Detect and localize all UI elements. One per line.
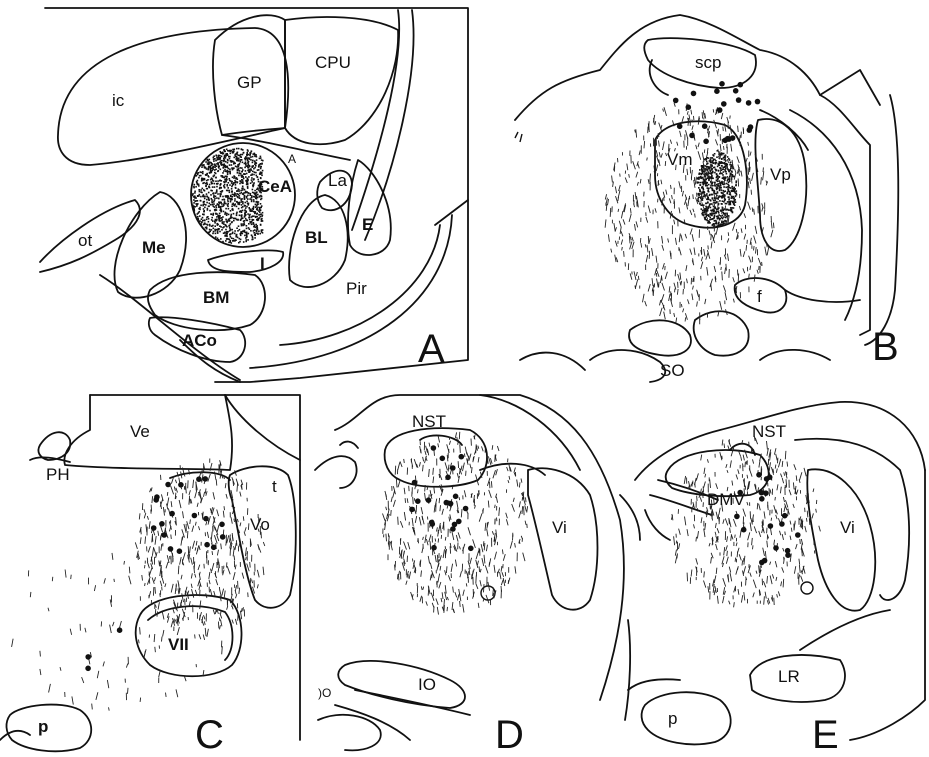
f-tail	[785, 290, 860, 302]
capsule-line-1	[352, 10, 399, 230]
label-nst-e: NST	[752, 422, 786, 441]
region-cpu	[285, 17, 398, 144]
label-so: SO	[660, 361, 685, 380]
panel-d-lip	[315, 456, 357, 488]
label-vp: Vp	[770, 165, 791, 184]
label-me: Me	[142, 238, 166, 257]
panel-d-bottom	[318, 715, 381, 751]
vm-stipple	[696, 150, 737, 227]
small-circle-e	[801, 582, 813, 594]
region-vp	[755, 119, 806, 251]
label-a-small: A	[288, 152, 296, 166]
panel-letter-b: B	[872, 325, 899, 369]
region-nst-d	[385, 428, 487, 487]
region-vi-e	[807, 469, 875, 610]
region-e	[348, 160, 391, 255]
panel-c-frame	[90, 395, 300, 740]
panel-d: )O NST Vi IO D	[315, 395, 624, 757]
panel-e-midline	[625, 620, 630, 720]
panel-c: Ve PH t Vo VII p C	[0, 395, 300, 757]
panel-c-scatter	[12, 459, 265, 711]
vii-inner	[148, 606, 233, 660]
label-t: t	[272, 477, 277, 496]
region-so-left	[629, 320, 691, 355]
label-lr: LR	[778, 667, 800, 686]
label-cea: CeA	[258, 177, 292, 196]
lr-line	[800, 610, 890, 650]
label-i: I	[260, 254, 265, 273]
label-dmv: DMV	[707, 490, 745, 509]
label-e: E	[362, 215, 373, 234]
ventral-arc-3	[760, 350, 830, 360]
panel-d-outer	[335, 395, 624, 700]
label-gp: GP	[237, 73, 262, 92]
label-p-e: p	[668, 709, 677, 728]
label-la: La	[328, 171, 347, 190]
region-p-e	[642, 692, 731, 744]
panel-d-scatter	[383, 432, 528, 615]
label-vi-d: Vi	[552, 518, 567, 537]
label-bm: BM	[203, 288, 229, 307]
panel-letter-c: C	[195, 713, 224, 757]
ventral-arc-2	[520, 353, 585, 370]
panel-b-lateral	[820, 95, 870, 335]
panel-b-dorsal	[515, 15, 820, 120]
small-mark	[515, 132, 522, 142]
label-pir: Pir	[346, 279, 367, 298]
panel-b: scp Vm Vp f SO B	[515, 15, 899, 382]
panel-letter-e: E	[812, 713, 839, 757]
region-vi-d	[528, 468, 598, 609]
panel-a: ic GP CPU CeA A La E ot Me BL I BM Pir A…	[40, 8, 468, 382]
label-scp: scp	[695, 53, 721, 72]
panel-b-curve	[790, 110, 862, 320]
region-vo	[229, 466, 296, 607]
dmv-lower	[645, 510, 670, 540]
label-vii: VII	[168, 635, 189, 654]
io-lower	[355, 690, 470, 715]
panel-e-right	[850, 470, 925, 740]
ve-boundary	[225, 395, 300, 460]
panel-b-scatter	[605, 81, 774, 324]
label-cpu: CPU	[315, 53, 351, 72]
panel-e-scatter	[671, 436, 820, 607]
p-c-edge	[0, 731, 30, 740]
label-nst-d: NST	[412, 412, 446, 431]
label-bl: BL	[305, 228, 328, 247]
region-p-c	[6, 705, 91, 752]
label-vm: Vm	[667, 150, 693, 169]
label-ic: ic	[112, 91, 125, 110]
panel-letter-a: A	[418, 327, 445, 371]
panel-letter-d: D	[495, 713, 524, 757]
panel-e: NST DMV Vi LR p E	[620, 402, 925, 757]
oo-mark: )O	[318, 686, 331, 700]
label-aco: ACo	[182, 331, 217, 350]
label-ph: PH	[46, 465, 70, 484]
label-p-c: p	[38, 717, 48, 736]
label-ve: Ve	[130, 422, 150, 441]
region-i	[208, 250, 283, 272]
vi-d-top	[480, 464, 545, 475]
label-f: f	[757, 287, 762, 306]
region-io	[338, 661, 465, 708]
label-io: IO	[418, 675, 436, 694]
region-so-right	[694, 311, 749, 355]
panel-d-lip2	[340, 442, 358, 448]
panel-e-left	[620, 495, 640, 540]
label-vo: Vo	[250, 515, 270, 534]
capsule-line-2	[365, 10, 414, 240]
label-vi-e: Vi	[840, 518, 855, 537]
p-e-top	[628, 679, 680, 690]
label-ot: ot	[78, 231, 92, 250]
